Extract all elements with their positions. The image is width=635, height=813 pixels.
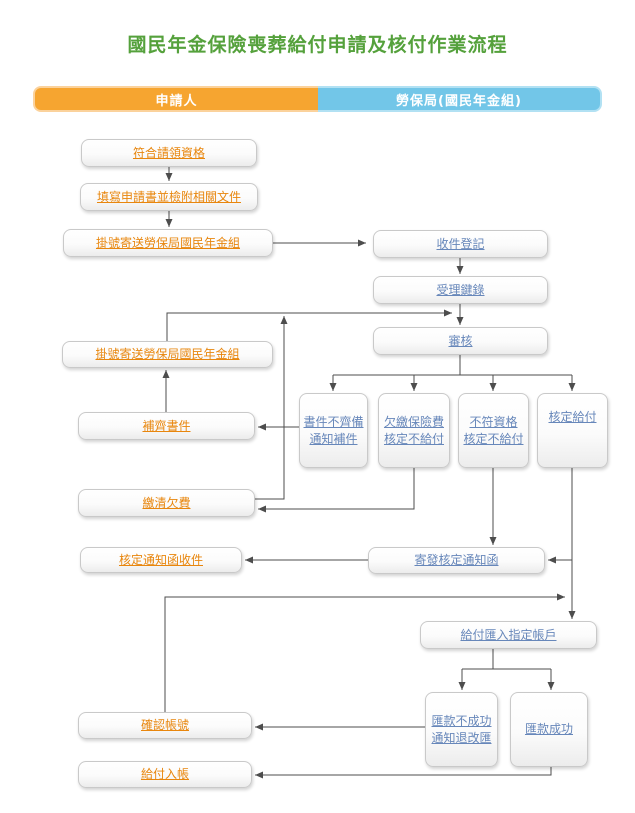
connector-confirmaccount-deposit [164,593,565,712]
node-fill-form[interactable]: 填寫申請書並檢附相關文件 [80,183,258,211]
node-arrears-no-pay[interactable]: 欠繳保險費 核定不給付 [378,393,450,468]
node-mail-to-bureau-2[interactable]: 掛號寄送勞保局國民年金組 [62,341,273,368]
connector-remitsuccess-paymentreceived [255,767,552,779]
node-review[interactable]: 審核 [373,327,548,355]
node-receive-notice[interactable]: 核定通知函收件 [80,547,242,573]
node-payment-received[interactable]: 給付入帳 [78,761,252,788]
lane-header-bureau: 勞保局(國民年金組) [318,86,602,112]
node-deposit-to-account[interactable]: 給付匯入指定帳戶 [420,621,597,649]
node-send-notice[interactable]: 寄發核定通知函 [368,547,545,574]
node-receipt-register[interactable]: 收件登記 [373,230,548,258]
node-confirm-account[interactable]: 確認帳號 [78,712,252,739]
node-mail-to-bureau-1[interactable]: 掛號寄送勞保局國民年金組 [63,229,273,257]
lane-header-applicant: 申請人 [33,86,318,112]
connector-mail2-review [166,309,452,341]
node-eligibility[interactable]: 符合請領資格 [81,139,257,167]
connector-arrearsnopay-payarrears [258,468,415,513]
node-remit-success[interactable]: 匯款成功 [510,692,588,767]
node-acceptance-keyin[interactable]: 受理鍵錄 [373,276,548,304]
node-remit-fail[interactable]: 匯款不成功 通知退改匯 [425,692,498,767]
page-title: 國民年金保險喪葬給付申請及核付作業流程 [127,34,508,56]
node-docs-incomplete[interactable]: 書件不齊備 通知補件 [299,393,368,468]
node-supplement-documents[interactable]: 補齊書件 [78,412,255,440]
node-ineligible-no-pay[interactable]: 不符資格 核定不給付 [458,393,529,468]
connector-payarrears-review [255,316,288,500]
node-pay-arrears[interactable]: 繳清欠費 [78,489,255,517]
node-approve-payment[interactable]: 核定給付 [537,393,608,468]
lane-headers: 申請人 勞保局(國民年金組) [33,86,602,112]
